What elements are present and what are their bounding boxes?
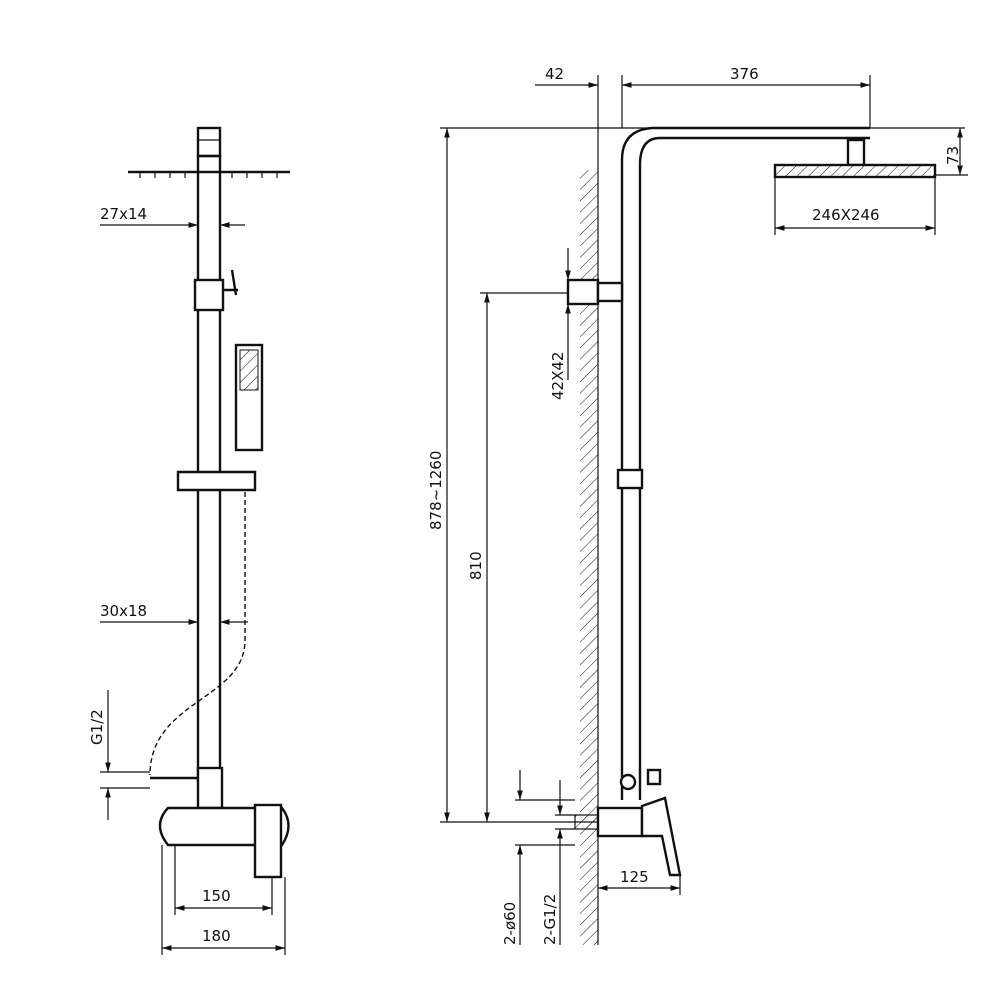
side-mixer <box>596 806 644 838</box>
dim-wall-offset: 42 <box>545 65 564 83</box>
dim-mixer-depth: 125 <box>620 868 649 886</box>
wall-bracket <box>193 278 225 312</box>
front-view: 27x14 30x18 G1/2 150 180 <box>88 126 290 955</box>
top-connector <box>196 126 222 158</box>
dim-bracket: 42X42 <box>549 352 567 400</box>
shower-arm <box>620 126 870 800</box>
dim-bracket-height: 810 <box>467 551 485 580</box>
dim-escutcheon: 2-ø60 <box>501 902 519 945</box>
dim-total-height: 878~1260 <box>427 451 445 530</box>
dim-top-pipe: 27x14 <box>100 205 147 223</box>
riser-pipe <box>196 154 222 783</box>
dim-inlet: G1/2 <box>88 709 106 745</box>
side-bracket <box>566 278 600 306</box>
dim-inner-width: 150 <box>202 887 231 905</box>
dim-inlets: 2-G1/2 <box>541 894 559 945</box>
slide-holder <box>176 470 257 492</box>
side-view: 42 376 73 246X246 42X42 878~1260 810 2-ø… <box>427 65 968 945</box>
wall <box>580 170 598 945</box>
dim-head-size: 246X246 <box>812 206 880 224</box>
dim-outer-width: 180 <box>202 927 231 945</box>
dim-lower-pipe: 30x18 <box>100 602 147 620</box>
side-slider <box>616 468 644 490</box>
side-lever <box>640 796 682 877</box>
dim-arm-length: 376 <box>730 65 759 83</box>
hose <box>149 492 246 776</box>
dim-head-height: 73 <box>944 146 962 165</box>
mixer-lever <box>253 803 283 879</box>
